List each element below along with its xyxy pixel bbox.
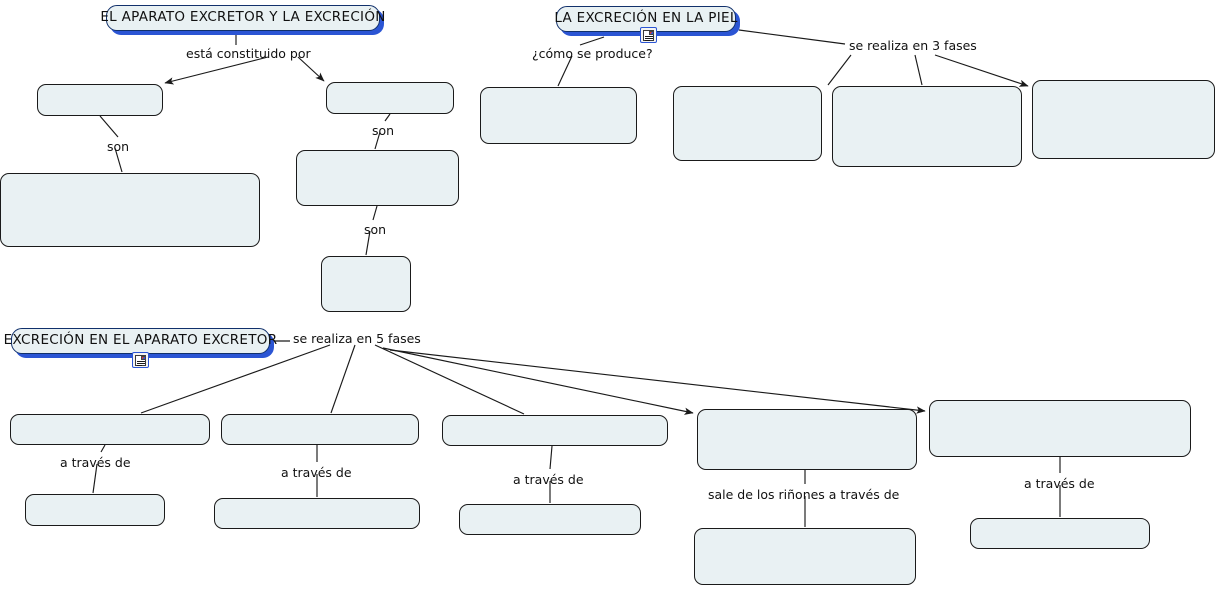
link-label: se realiza en 5 fases [293, 331, 421, 346]
edge-line [389, 349, 926, 414]
concept-node[interactable] [832, 86, 1022, 167]
note-thumbnail [648, 30, 654, 35]
concept-node[interactable] [0, 173, 260, 247]
edge-line [100, 444, 106, 453]
note-thumbnail [140, 355, 146, 360]
edge-line [934, 54, 1029, 87]
edge-line [384, 113, 391, 122]
note-line [136, 364, 142, 366]
link-label: a través de [513, 472, 584, 487]
link-label: son [364, 222, 387, 237]
edge-line [738, 29, 846, 45]
note-document-icon[interactable] [132, 352, 149, 368]
edge-line [330, 344, 356, 414]
concept-node[interactable] [929, 400, 1191, 457]
concept-node[interactable] [321, 256, 411, 312]
title-node-root-excrecion-aparato[interactable]: EXCRECIÓN EN EL APARATO EXCRETOR [4, 328, 277, 354]
title-node-root-aparato-excretor[interactable]: EL APARATO EXCRETOR Y LA EXCRECIÓN [100, 5, 385, 31]
link-label: está constituido por [186, 46, 311, 61]
link-label: son [107, 139, 130, 154]
edge-line [914, 54, 923, 86]
concept-node[interactable] [480, 87, 637, 144]
link-label: a través de [1024, 476, 1095, 491]
concept-node[interactable] [25, 494, 165, 526]
title-node-label: EXCRECIÓN EN EL APARATO EXCRETOR [3, 332, 278, 349]
edge-line [382, 347, 694, 415]
note-line [644, 39, 650, 41]
edge-line [99, 115, 119, 138]
concept-node[interactable] [459, 504, 641, 535]
link-label: son [372, 123, 395, 138]
concept-node[interactable] [1032, 80, 1215, 159]
concept-node[interactable] [10, 414, 210, 445]
link-label: ¿cómo se produce? [532, 46, 653, 61]
link-label: sale de los riñones a través de [708, 487, 900, 502]
concept-node[interactable] [37, 84, 163, 116]
concept-node[interactable] [296, 150, 459, 206]
concept-node[interactable] [214, 498, 420, 529]
concept-node[interactable] [221, 414, 419, 445]
link-label: a través de [60, 455, 131, 470]
note-line [136, 360, 145, 362]
concept-node[interactable] [970, 518, 1150, 549]
concept-node[interactable] [697, 409, 917, 470]
concept-node[interactable] [694, 528, 916, 585]
concept-node[interactable] [326, 82, 454, 114]
title-node-label: LA EXCRECIÓN EN LA PIEL [554, 10, 738, 27]
note-document-icon[interactable] [640, 27, 657, 43]
edge-line [372, 205, 378, 221]
edge-line [549, 445, 553, 470]
title-node-label: EL APARATO EXCRETOR Y LA EXCRECIÓN [100, 9, 386, 26]
link-label: se realiza en 3 fases [849, 38, 977, 53]
note-line [136, 362, 145, 364]
concept-node[interactable] [442, 415, 668, 446]
concept-node[interactable] [673, 86, 822, 161]
edge-line [827, 54, 852, 86]
edge-line [374, 344, 525, 415]
link-label: a través de [281, 465, 352, 480]
note-line [644, 35, 653, 37]
edge-line [579, 36, 605, 46]
note-line [644, 37, 653, 39]
edge-line [140, 344, 331, 414]
